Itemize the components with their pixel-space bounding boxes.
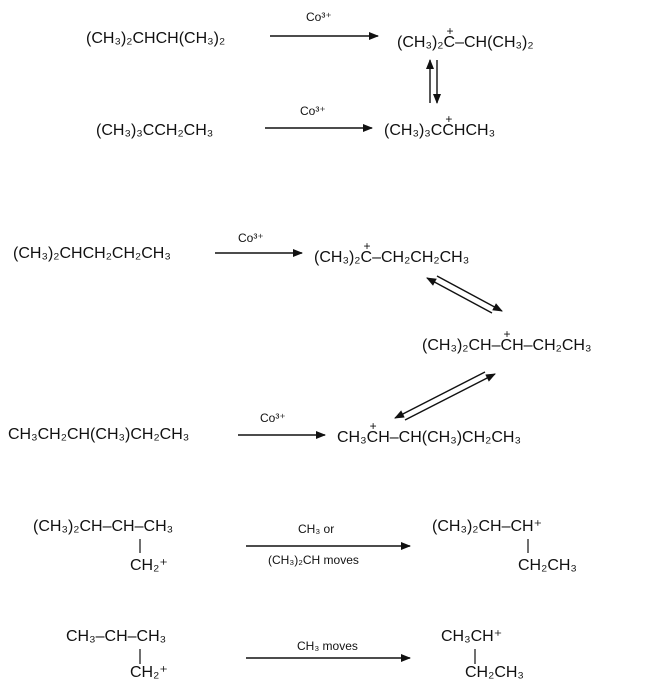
s1-product-b: (CH₃)₃CC+HCH₃ xyxy=(384,112,496,141)
s2-product-b-left: CH₃ xyxy=(337,429,367,446)
s3-product-sub: CH₂CH₃ xyxy=(518,557,577,574)
s1-product-b-left: (CH₃)₃C xyxy=(384,122,443,139)
s1-reactant-a: (CH₃)₂CHCH(CH₃)₂ xyxy=(86,30,226,47)
s1-plus-a: + xyxy=(446,24,454,38)
s4-reactant-sub: CH₂⁺ xyxy=(130,664,168,681)
s1-reagent-b: Co³⁺ xyxy=(300,104,326,118)
s1-reactant-b: (CH₃)₃CCH₂CH₃ xyxy=(96,122,214,139)
s4-reagent: CH₃ moves xyxy=(297,639,358,653)
s1-product-b-carbocation: C+ xyxy=(442,112,454,139)
s4-reactant-main: CH₃–CH–CH₃ xyxy=(66,628,167,645)
s2-middle-right: H–CH₂CH₃ xyxy=(512,337,592,354)
s3-product-main: (CH₃)₂CH–CH⁺ xyxy=(432,518,543,535)
s1-product-b-right: HCH₃ xyxy=(453,122,496,139)
s1-product-a-left: (CH₃)₂ xyxy=(397,34,444,51)
s2-reagent-b: Co³⁺ xyxy=(260,411,286,425)
s3-reagent-top: CH₃ or xyxy=(298,522,335,536)
s2-plus-middle: + xyxy=(503,327,511,341)
s2-middle-left: (CH₃)₂CH– xyxy=(422,337,501,354)
s3-reactant-sub: CH₂⁺ xyxy=(130,557,168,574)
s2-middle-cation: (CH₃)₂CH–C+H–CH₂CH₃ xyxy=(422,327,592,356)
equilibrium-s2-top-1 xyxy=(426,277,493,314)
s2-reactant-b: CH₃CH₂CH(CH₃)CH₂CH₃ xyxy=(8,426,190,443)
s2-plus-a: + xyxy=(363,239,371,253)
s1-product-a: (CH₃)₂C+–CH(CH₃)₂ xyxy=(397,24,534,53)
s1-plus-b: + xyxy=(445,112,453,126)
s1-product-a-right: –CH(CH₃)₂ xyxy=(455,34,534,51)
equilibrium-s2-bot-1 xyxy=(394,371,486,419)
s3-reactant-main: (CH₃)₂CH–CH–CH₃ xyxy=(33,518,174,535)
s2-product-b-right: H–CH(CH₃)CH₂CH₃ xyxy=(378,429,521,446)
s2-product-a-carbocation: C+ xyxy=(361,239,373,266)
s4-product-main: CH₃CH⁺ xyxy=(441,628,503,645)
s2-reagent-a: Co³⁺ xyxy=(238,231,264,245)
equilibrium-s2-top-2 xyxy=(436,275,503,312)
s4-product-sub: CH₂CH₃ xyxy=(465,664,524,681)
s2-middle-carbocation: C+ xyxy=(501,327,513,354)
s2-product-a-left: (CH₃)₂ xyxy=(314,249,361,266)
s1-reagent-a: Co³⁺ xyxy=(306,10,332,24)
s2-plus-b: + xyxy=(369,419,377,433)
equilibrium-s2-bot-2 xyxy=(404,373,496,421)
s2-product-a-right: –CH₂CH₂CH₃ xyxy=(372,249,470,266)
s2-product-a: (CH₃)₂C+–CH₂CH₂CH₃ xyxy=(314,239,470,268)
s1-product-a-carbocation: C+ xyxy=(444,24,456,51)
s3-reagent-bottom: (CH₃)₂CH moves xyxy=(268,553,359,567)
s2-reactant-a: (CH₃)₂CHCH₂CH₂CH₃ xyxy=(13,245,171,262)
s2-product-b-carbocation: C+ xyxy=(367,419,379,446)
s2-product-b: CH₃C+H–CH(CH₃)CH₂CH₃ xyxy=(337,419,521,448)
